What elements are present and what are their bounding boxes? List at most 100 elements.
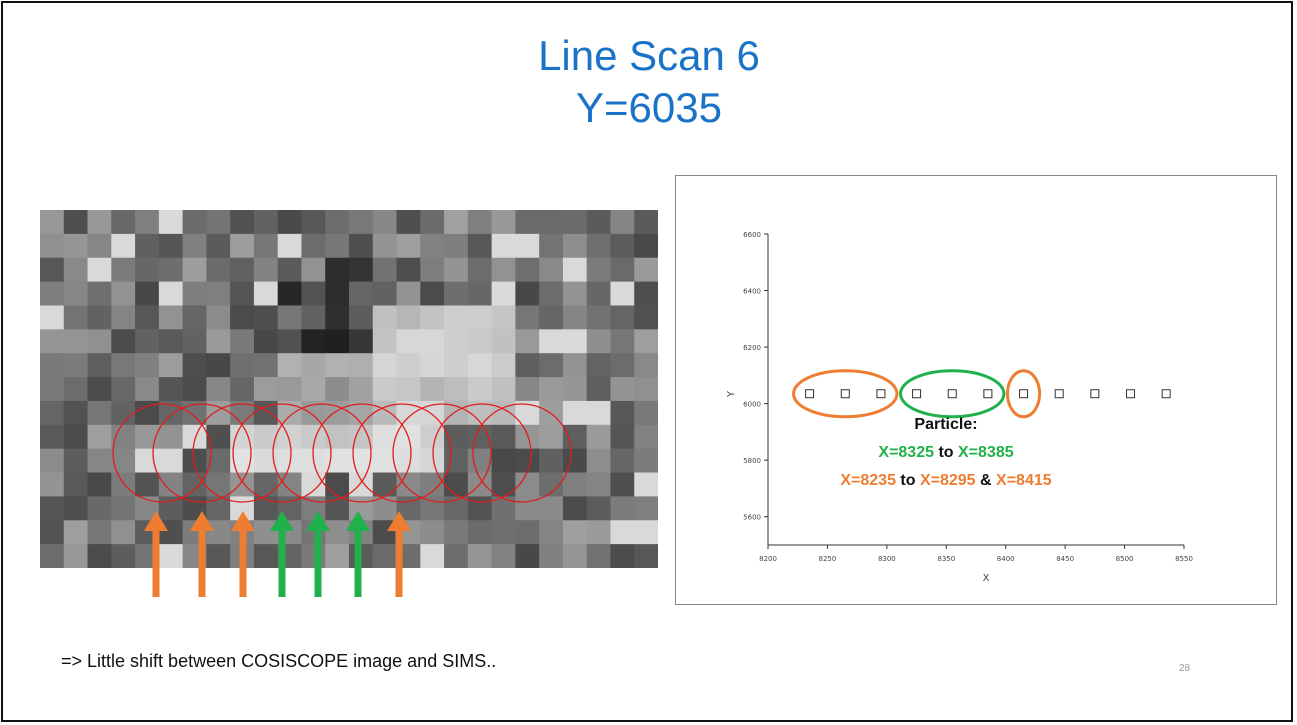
sims-pixel <box>515 210 540 235</box>
data-point <box>983 389 993 399</box>
sims-pixel <box>111 472 136 497</box>
sims-pixel <box>467 544 493 568</box>
sims-pixel <box>87 520 112 545</box>
sims-pixel <box>372 544 398 568</box>
particle-green-range: X=8325 to X=8385 <box>878 444 1013 461</box>
sims-pixel <box>158 329 184 354</box>
sims-pixel <box>111 496 136 521</box>
sims-pixel <box>253 544 279 568</box>
sims-pixel <box>349 210 374 235</box>
sims-pixel <box>182 329 207 354</box>
sims-pixel <box>586 472 612 497</box>
x-tick-label: 8300 <box>878 555 896 563</box>
sims-pixel <box>206 544 231 568</box>
sims-pixel <box>349 377 374 402</box>
sims-pixel <box>396 210 421 235</box>
sims-pixel <box>63 544 89 568</box>
scan-circle <box>472 403 572 503</box>
sims-pixel <box>277 257 303 283</box>
sims-pixel <box>277 210 303 235</box>
sims-pixel <box>562 353 588 378</box>
sims-pixel <box>539 496 564 521</box>
sims-pixel <box>40 448 65 474</box>
sims-pixel <box>277 353 303 378</box>
sims-pixel <box>325 377 350 402</box>
sims-pixel <box>253 472 279 497</box>
sims-pixel <box>420 520 445 545</box>
sims-pixel <box>586 496 612 521</box>
sims-pixel <box>562 281 588 307</box>
sims-pixel <box>135 257 160 283</box>
sims-pixel <box>372 233 398 259</box>
sims-pixel-grid <box>40 210 658 568</box>
sims-pixel <box>87 353 112 378</box>
sims-pixel <box>420 329 445 354</box>
x-tick-label: 8450 <box>1056 555 1074 563</box>
sims-pixel <box>396 353 421 378</box>
sims-pixel <box>515 448 540 474</box>
sims-pixel <box>325 281 350 307</box>
sims-pixel <box>396 472 421 497</box>
sims-pixel <box>634 496 658 521</box>
sims-pixel <box>158 257 184 283</box>
sims-pixel <box>396 305 421 330</box>
sims-pixel <box>610 353 635 378</box>
sims-pixel <box>396 233 421 259</box>
sims-pixel <box>444 377 469 402</box>
sims-pixel <box>182 233 207 259</box>
sims-pixel <box>562 448 588 474</box>
sims-pixel <box>63 400 89 426</box>
sims-pixel <box>253 353 279 378</box>
sims-pixel <box>206 377 231 402</box>
data-point <box>840 389 850 399</box>
sims-pixel <box>206 520 231 545</box>
sims-pixel <box>372 210 398 235</box>
sims-pixel <box>372 257 398 283</box>
sims-pixel <box>230 353 255 378</box>
sims-pixel <box>349 472 374 497</box>
sims-pixel <box>230 281 255 307</box>
sims-pixel <box>325 353 350 378</box>
sims-pixel <box>206 305 231 330</box>
sims-pixel <box>325 520 350 545</box>
sims-pixel <box>491 377 516 402</box>
sims-pixel <box>206 329 231 354</box>
sims-pixel <box>325 233 350 259</box>
sims-pixel <box>444 400 469 426</box>
sims-pixel <box>63 424 89 450</box>
sims-pixel <box>277 281 303 307</box>
scan-circle <box>152 403 252 503</box>
sims-pixel <box>610 329 635 354</box>
sims-pixel <box>491 257 516 283</box>
sims-pixel <box>253 377 279 402</box>
sims-pixel <box>182 281 207 307</box>
scan-circle <box>432 403 532 503</box>
sims-pixel <box>111 377 136 402</box>
sims-pixel <box>467 520 493 545</box>
sims-pixel <box>586 544 612 568</box>
x-axis-label: X <box>983 573 990 584</box>
sims-pixel <box>63 520 89 545</box>
sims-pixel <box>491 353 516 378</box>
green-arrow-head <box>270 511 294 531</box>
sims-pixel <box>467 353 493 378</box>
sims-pixel <box>372 496 398 521</box>
sims-pixel <box>206 472 231 497</box>
sims-pixel <box>111 305 136 330</box>
sims-pixel <box>87 472 112 497</box>
sims-pixel <box>586 424 612 450</box>
sims-pixel <box>111 520 136 545</box>
sims-pixel <box>63 329 89 354</box>
sims-pixel <box>206 257 231 283</box>
sims-pixel <box>325 424 350 450</box>
sims-pixel <box>87 210 112 235</box>
sims-pixel <box>444 353 469 378</box>
sims-pixel <box>610 305 635 330</box>
sims-pixel <box>420 210 445 235</box>
sims-pixel <box>87 448 112 474</box>
sims-pixel <box>182 353 207 378</box>
orange-group-ellipse <box>1005 369 1042 419</box>
sims-pixel <box>515 281 540 307</box>
sims-pixel <box>491 210 516 235</box>
